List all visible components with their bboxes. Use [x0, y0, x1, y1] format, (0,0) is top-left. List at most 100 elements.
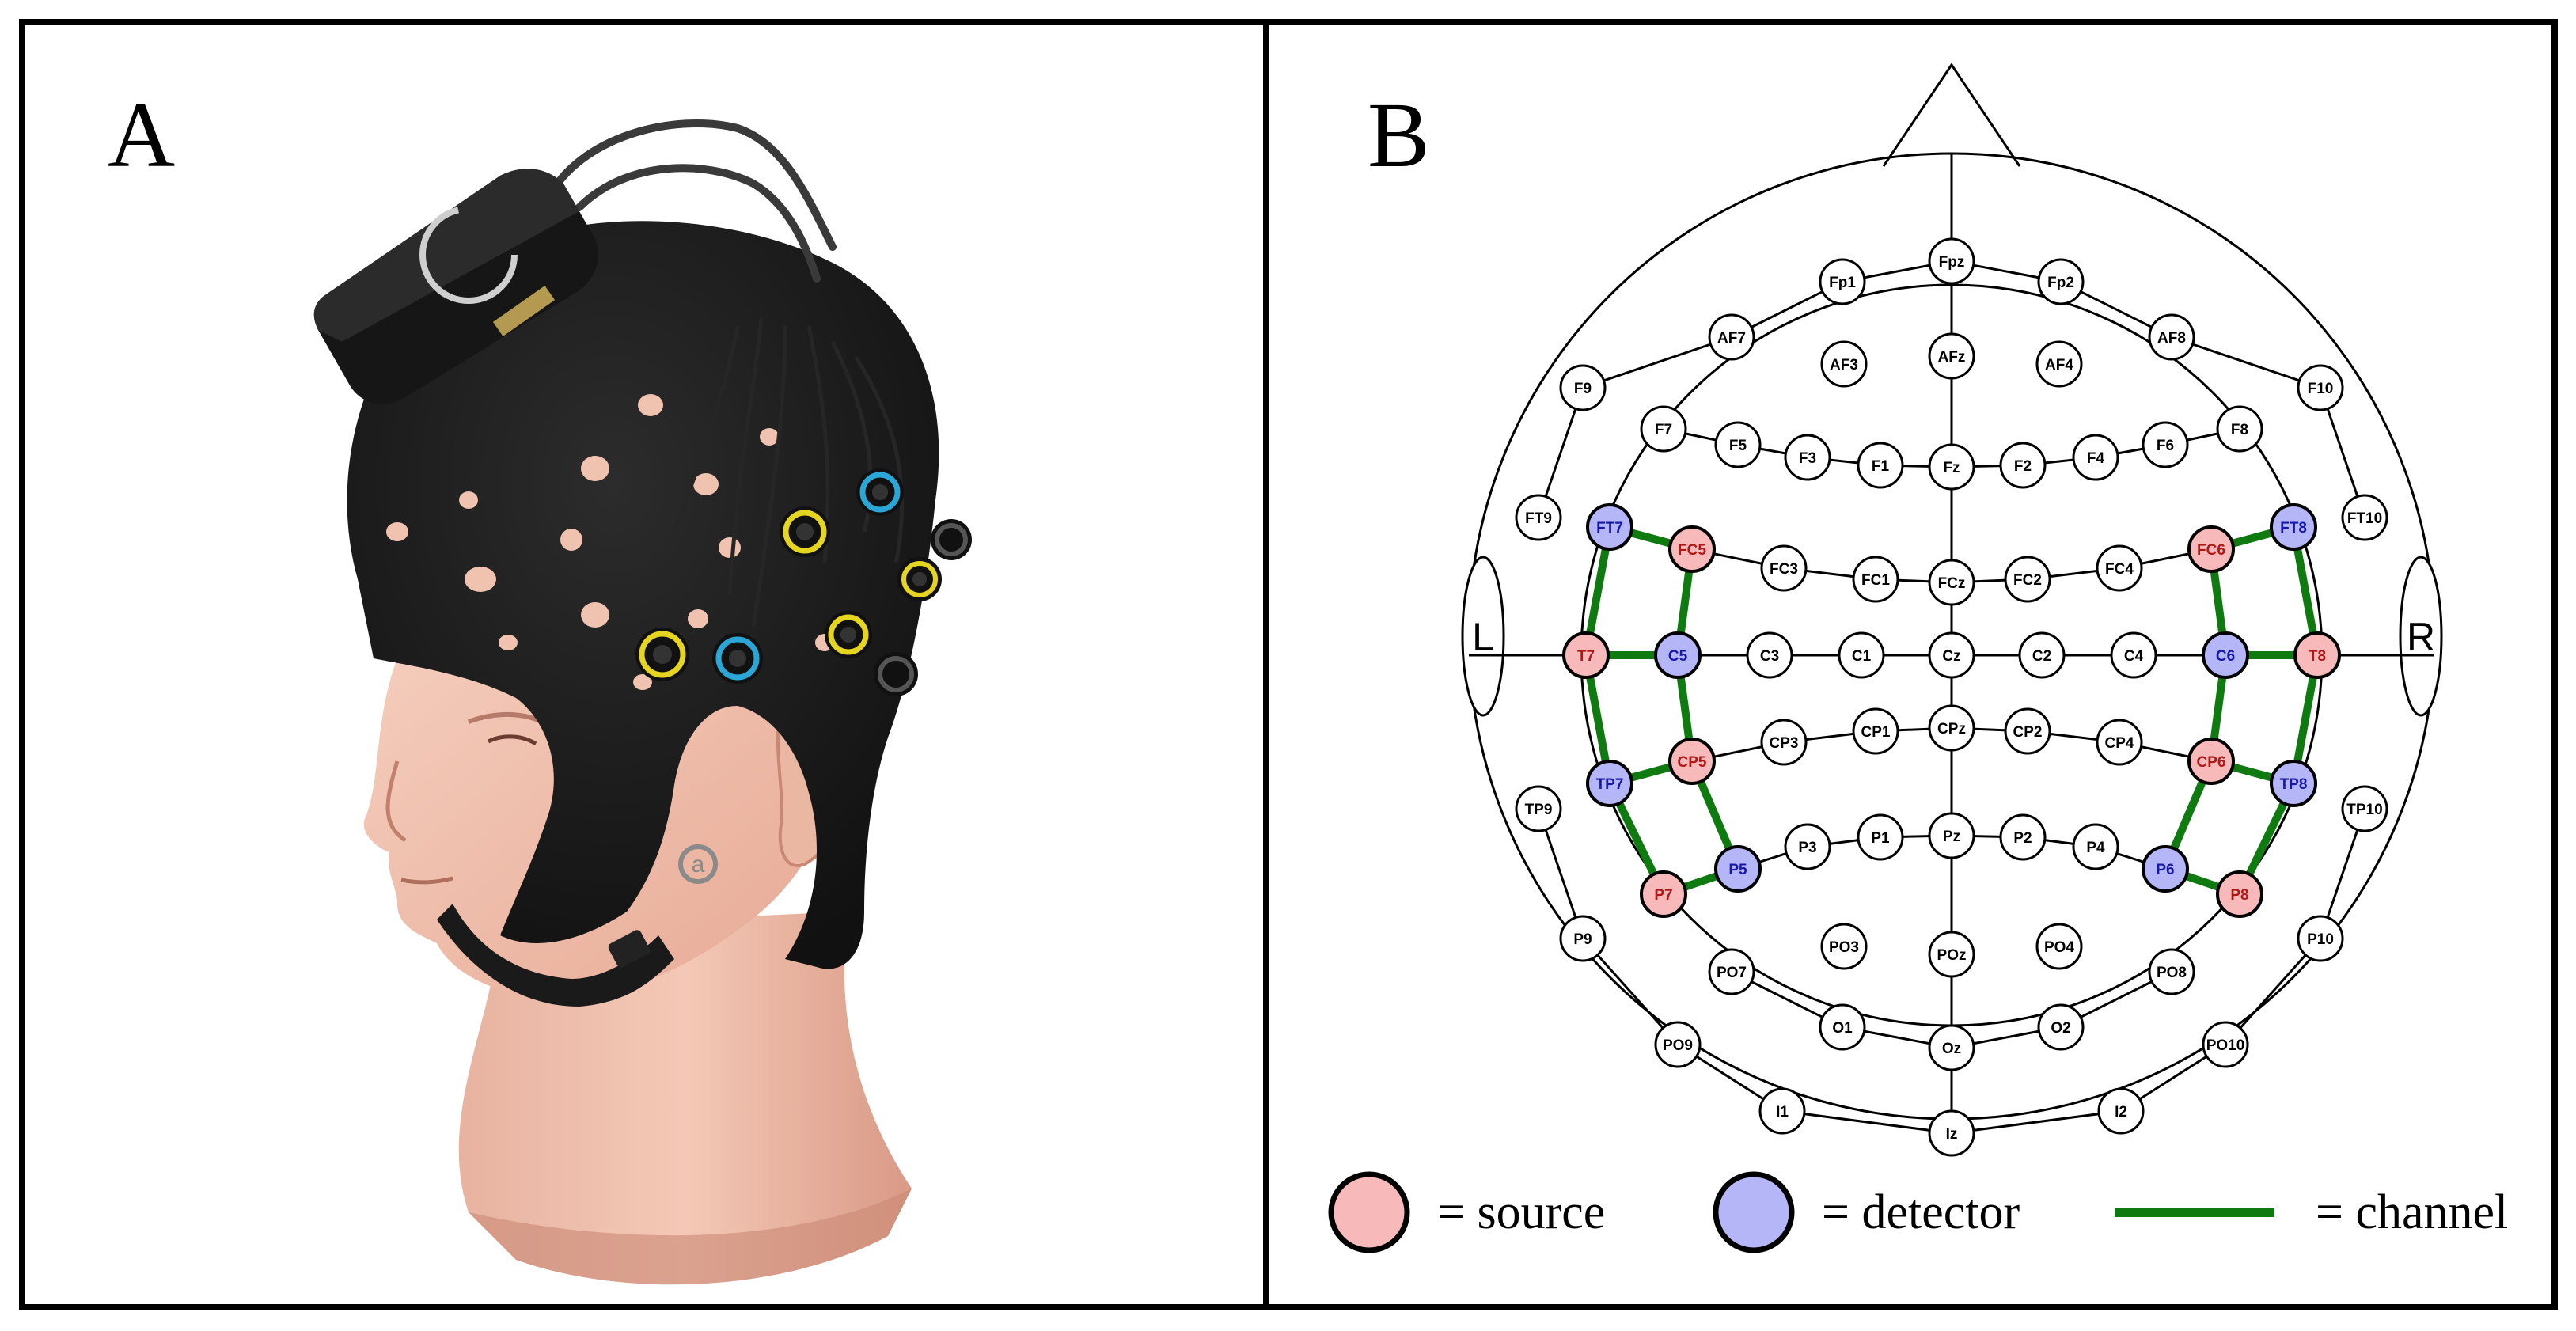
electrode-marker — [2072, 434, 2119, 481]
electrode-label: FT9 — [1525, 510, 1552, 527]
electrode-label: CP1 — [1861, 724, 1891, 741]
electrode-p1: P1 — [1857, 813, 1904, 861]
electrode-label: Fpz — [1939, 254, 1965, 271]
electrode-label: TP7 — [1596, 776, 1624, 793]
electrode-marker — [2341, 494, 2388, 541]
electrode-marker — [1586, 760, 1633, 807]
electrode-label: F7 — [1655, 422, 1672, 438]
electrode-marker — [2216, 405, 2263, 453]
electrode-marker — [1999, 442, 2047, 489]
electrode-marker — [1838, 631, 1885, 679]
electrode-ft7: FT7 — [1586, 503, 1633, 551]
electrode-fp2: Fp2 — [2037, 258, 2085, 305]
electrode-p4: P4 — [2072, 823, 2119, 870]
electrode-marker — [1760, 544, 1808, 592]
legend-source-label: = source — [1437, 1185, 1605, 1239]
electrode-marker — [1928, 237, 1975, 285]
electrode-af8: AF8 — [2148, 313, 2195, 361]
electrode-cp1: CP1 — [1852, 707, 1899, 755]
electrode-label: AFz — [1938, 349, 1966, 366]
electrode-label: CPz — [1937, 721, 1966, 738]
electrode-pz: Pz — [1928, 812, 1975, 859]
electrode-label: P3 — [1798, 840, 1816, 856]
electrode-p10: P10 — [2297, 915, 2344, 962]
electrode-marker — [1640, 405, 1687, 453]
electrode-cp4: CP4 — [2096, 719, 2143, 766]
electrode-marker — [1857, 813, 1904, 861]
electrode-label: TP9 — [1525, 802, 1553, 818]
electrode-label: FC4 — [2105, 561, 2134, 578]
electrode-t8: T8 — [2293, 631, 2341, 679]
electrode-afz: AFz — [1928, 332, 1975, 380]
electrode-fc6: FC6 — [2187, 525, 2235, 573]
electrode-label: PO8 — [2157, 965, 2187, 981]
electrode-marker — [1746, 631, 1793, 679]
electrode-af7: AF7 — [1708, 313, 1755, 361]
electrode-label: Iz — [1946, 1126, 1958, 1143]
electrode-label: O2 — [2051, 1020, 2070, 1037]
electrode-marker — [1515, 785, 1562, 832]
electrode-marker — [2202, 1021, 2249, 1068]
electrode-label: PO3 — [1829, 939, 1859, 956]
electrode-marker — [1784, 823, 1831, 870]
electrode-label: P2 — [2013, 830, 2032, 847]
electrode-marker — [2187, 738, 2235, 785]
electrode-label: P8 — [2230, 887, 2248, 904]
electrode-marker — [1928, 443, 1975, 491]
nose — [1882, 63, 2021, 167]
electrode-oz: Oz — [1928, 1024, 1975, 1071]
electrode-marker — [1928, 559, 1975, 606]
electrode-label: AF8 — [2157, 330, 2186, 347]
electrode-marker — [1668, 525, 1716, 573]
electrode-c4: C4 — [2110, 631, 2157, 679]
electrode-marker — [2004, 707, 2051, 755]
electrode-ft10: FT10 — [2341, 494, 2388, 541]
electrode-label: P7 — [1654, 887, 1672, 904]
electrode-label: C3 — [1760, 648, 1779, 665]
electrode-label: Pz — [1943, 829, 1960, 845]
electrode-af3: AF3 — [1820, 340, 1868, 388]
electrode-label: TP10 — [2346, 802, 2382, 818]
electrode-po7: PO7 — [1708, 948, 1755, 995]
legend-detector-swatch — [1713, 1171, 1795, 1253]
electrode-label: P4 — [2086, 840, 2105, 856]
electrode-label: F5 — [1729, 438, 1747, 454]
electrode-marker — [2202, 631, 2249, 679]
electrode-fcz: FCz — [1928, 559, 1975, 606]
electrode-p7: P7 — [1640, 870, 1687, 918]
electrode-marker — [1820, 923, 1868, 970]
electrode-c6: C6 — [2202, 631, 2249, 679]
electrode-label: FC3 — [1770, 561, 1798, 578]
electrode-label: FT7 — [1596, 520, 1623, 537]
electrode-marker — [1928, 631, 1975, 679]
electrode-label: P5 — [1728, 862, 1747, 878]
electrode-c2: C2 — [2018, 631, 2066, 679]
electrode-label: C2 — [2032, 648, 2051, 665]
electrode-label: P9 — [1573, 931, 1592, 948]
electrode-f5: F5 — [1714, 421, 1762, 468]
electrode-cz: Cz — [1928, 631, 1975, 679]
electrode-tp7: TP7 — [1586, 760, 1633, 807]
electrode-po9: PO9 — [1654, 1021, 1702, 1068]
arc-p10 — [2224, 937, 2322, 1046]
electrode-marker — [2035, 923, 2083, 970]
electrode-marker — [2018, 631, 2066, 679]
electrode-label: P6 — [2156, 862, 2174, 878]
electrode-marker — [1714, 845, 1762, 893]
power-ring-icon — [419, 206, 518, 304]
left-ear — [1461, 556, 1505, 717]
legend-detector-label: = detector — [1822, 1185, 2020, 1239]
electrode-marker — [1654, 1021, 1702, 1068]
cap-logo-letter: a — [692, 851, 705, 878]
electrode-cpz: CPz — [1928, 704, 1975, 752]
electrode-marker — [1758, 1087, 1806, 1135]
electrode-label: AF7 — [1717, 330, 1746, 347]
electrode-marker — [1640, 870, 1687, 918]
electrode-f2: F2 — [1999, 442, 2047, 489]
electrode-f3: F3 — [1784, 434, 1831, 481]
electrode-label: F3 — [1799, 450, 1816, 467]
electrode-label: PO9 — [1663, 1037, 1693, 1054]
electrode-po10: PO10 — [2202, 1021, 2249, 1068]
